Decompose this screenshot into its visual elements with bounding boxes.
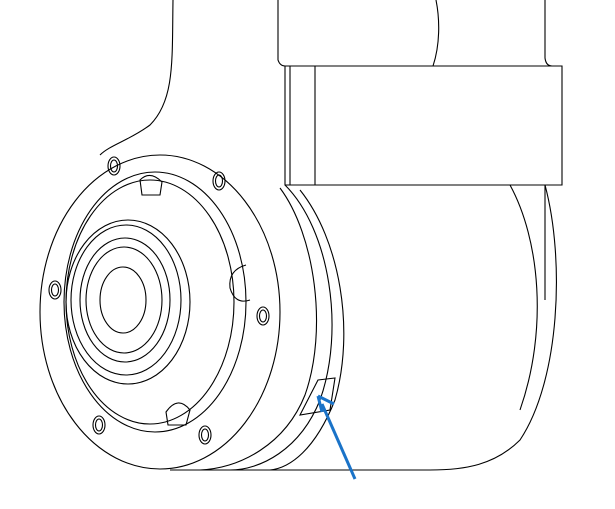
- notch-right: [229, 264, 251, 302]
- arrow-pointer-icon: [316, 394, 357, 480]
- notch-bottom: [165, 402, 191, 426]
- upper-arm-outline: [99, 0, 553, 156]
- bearing: [65, 219, 191, 385]
- slot-notch: [299, 377, 336, 416]
- flange: [39, 154, 281, 470]
- cylinder-body: [170, 184, 557, 471]
- notch-top: [139, 174, 163, 196]
- band-block: [284, 65, 563, 300]
- bolt-holes: [48, 156, 270, 445]
